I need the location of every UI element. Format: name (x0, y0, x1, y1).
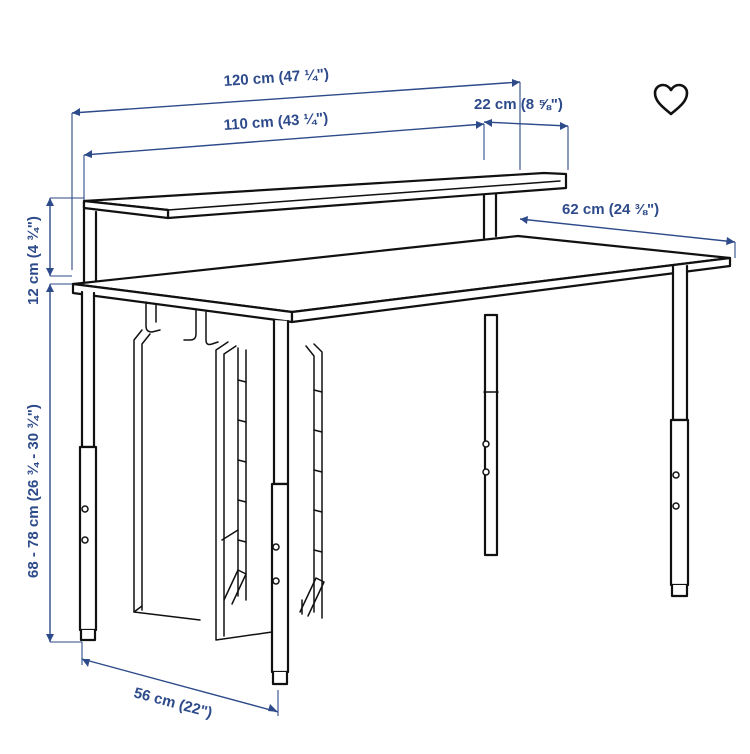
front-right-leg (270, 318, 290, 686)
overall-width-label: 120 cm (47 ¼") (223, 66, 329, 90)
monitor-shelf (82, 171, 568, 220)
desk-drawing (71, 171, 732, 686)
dimension-labels: 120 cm (47 ¼") 110 cm (43 ¼") 22 cm (8 ⅝… (25, 66, 659, 722)
back-right-leg (482, 313, 499, 557)
cpu-holder-right (299, 343, 325, 619)
dimension-lines (46, 79, 736, 716)
heart-icon (653, 83, 689, 116)
shelf-uprights (82, 188, 498, 284)
table-depth-label: 62 cm (24 ⅜") (562, 201, 659, 218)
hooks (145, 301, 219, 346)
front-left-leg (78, 290, 98, 642)
cpu-holder-middle (215, 341, 273, 641)
far-right-leg (669, 264, 690, 598)
base-depth-label: 56 cm (22") (132, 684, 214, 721)
shelf-height-label: 12 cm (4 ¾") (25, 216, 42, 305)
table-height-label: 68 - 78 cm (26 ¾ - 30 ¾") (25, 404, 42, 578)
favorite-button[interactable] (650, 80, 692, 120)
desktop (71, 234, 732, 324)
shelf-depth-label: 22 cm (8 ⅝") (474, 96, 563, 113)
cpu-holder-left (133, 329, 201, 621)
inner-width-label: 110 cm (43 ¼") (223, 110, 329, 134)
